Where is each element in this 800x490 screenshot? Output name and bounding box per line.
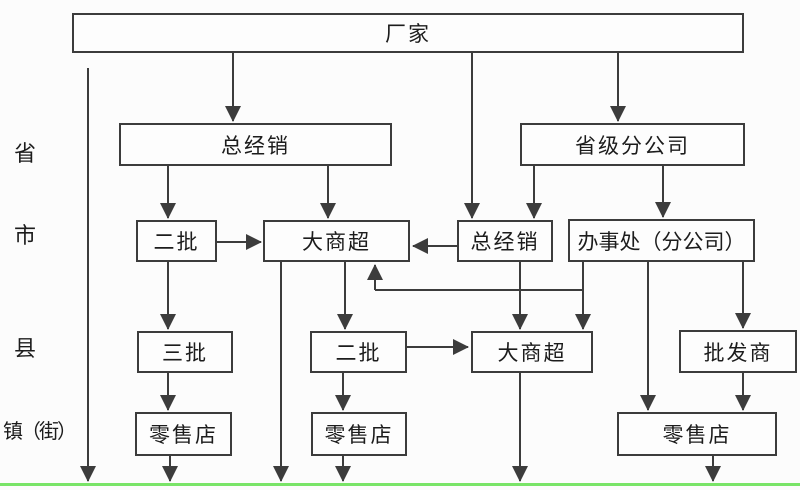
- node-provincial-branch: 省级分公司: [520, 123, 745, 166]
- bottom-green-divider: [0, 483, 800, 486]
- node-supermarket-city: 大商超: [263, 220, 410, 262]
- level-label-city: 市: [14, 224, 37, 249]
- node-retail-store-middle: 零售店: [311, 412, 407, 456]
- node-second-tier-county: 二批: [310, 331, 407, 373]
- node-general-distributor-province: 总经销: [119, 123, 392, 166]
- node-factory: 厂家: [72, 13, 744, 53]
- node-general-distributor-city: 总经销: [457, 220, 553, 262]
- node-wholesaler: 批发商: [679, 330, 797, 373]
- node-supermarket-county: 大商超: [471, 331, 593, 373]
- node-retail-store-right: 零售店: [617, 412, 777, 456]
- node-third-tier: 三批: [137, 331, 233, 373]
- level-label-county: 县: [14, 337, 37, 362]
- level-label-town: 镇（街）: [3, 419, 77, 443]
- node-second-tier-city: 二批: [136, 220, 217, 262]
- node-retail-store-left: 零售店: [135, 412, 232, 456]
- node-office-branch: 办事处（分公司）: [568, 219, 755, 262]
- level-label-province: 省: [14, 142, 37, 167]
